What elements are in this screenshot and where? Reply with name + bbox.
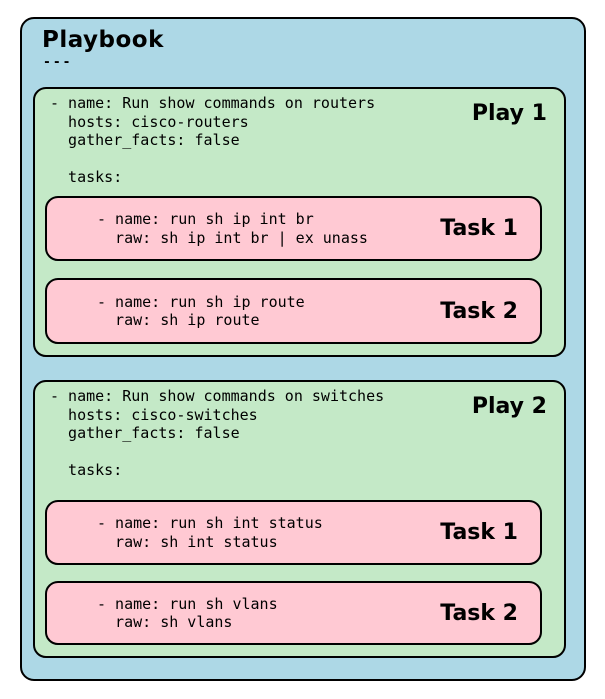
play-1-box: - name: Run show commands on routers hos… bbox=[33, 87, 566, 357]
play-2-label: Play 2 bbox=[471, 394, 547, 419]
play-1-task-2-yaml-code: - name: run sh ip route raw: sh ip route bbox=[97, 292, 305, 330]
play-1-label: Play 1 bbox=[471, 101, 547, 126]
play-1-task-2-box: - name: run sh ip route raw: sh ip route… bbox=[45, 278, 542, 344]
play-2-box: - name: Run show commands on switches ho… bbox=[33, 380, 566, 658]
play-2-yaml-code: - name: Run show commands on switches ho… bbox=[50, 387, 385, 479]
play-2-task-1-label: Task 1 bbox=[440, 520, 518, 545]
playbook-title: Playbook bbox=[42, 27, 164, 53]
play-2-task-2-box: - name: run sh vlans raw: sh vlans Task … bbox=[45, 581, 542, 645]
play-1-task-1-label: Task 1 bbox=[440, 216, 518, 241]
play-1-task-1-yaml-code: - name: run sh ip int br raw: sh ip int … bbox=[97, 210, 368, 247]
play-1-task-1-box: - name: run sh ip int br raw: sh ip int … bbox=[45, 196, 542, 261]
playbook-container: Playbook --- - name: Run show commands o… bbox=[20, 17, 586, 681]
play-2-task-2-label: Task 2 bbox=[440, 600, 518, 626]
play-1-yaml-code: - name: Run show commands on routers hos… bbox=[50, 94, 376, 186]
yaml-document-start-marker: --- bbox=[43, 55, 73, 70]
play-1-task-2-label: Task 2 bbox=[440, 298, 518, 324]
play-2-task-2-yaml-code: - name: run sh vlans raw: sh vlans bbox=[97, 594, 278, 632]
play-2-task-1-box: - name: run sh int status raw: sh int st… bbox=[45, 500, 542, 565]
play-2-task-1-yaml-code: - name: run sh int status raw: sh int st… bbox=[97, 514, 323, 551]
